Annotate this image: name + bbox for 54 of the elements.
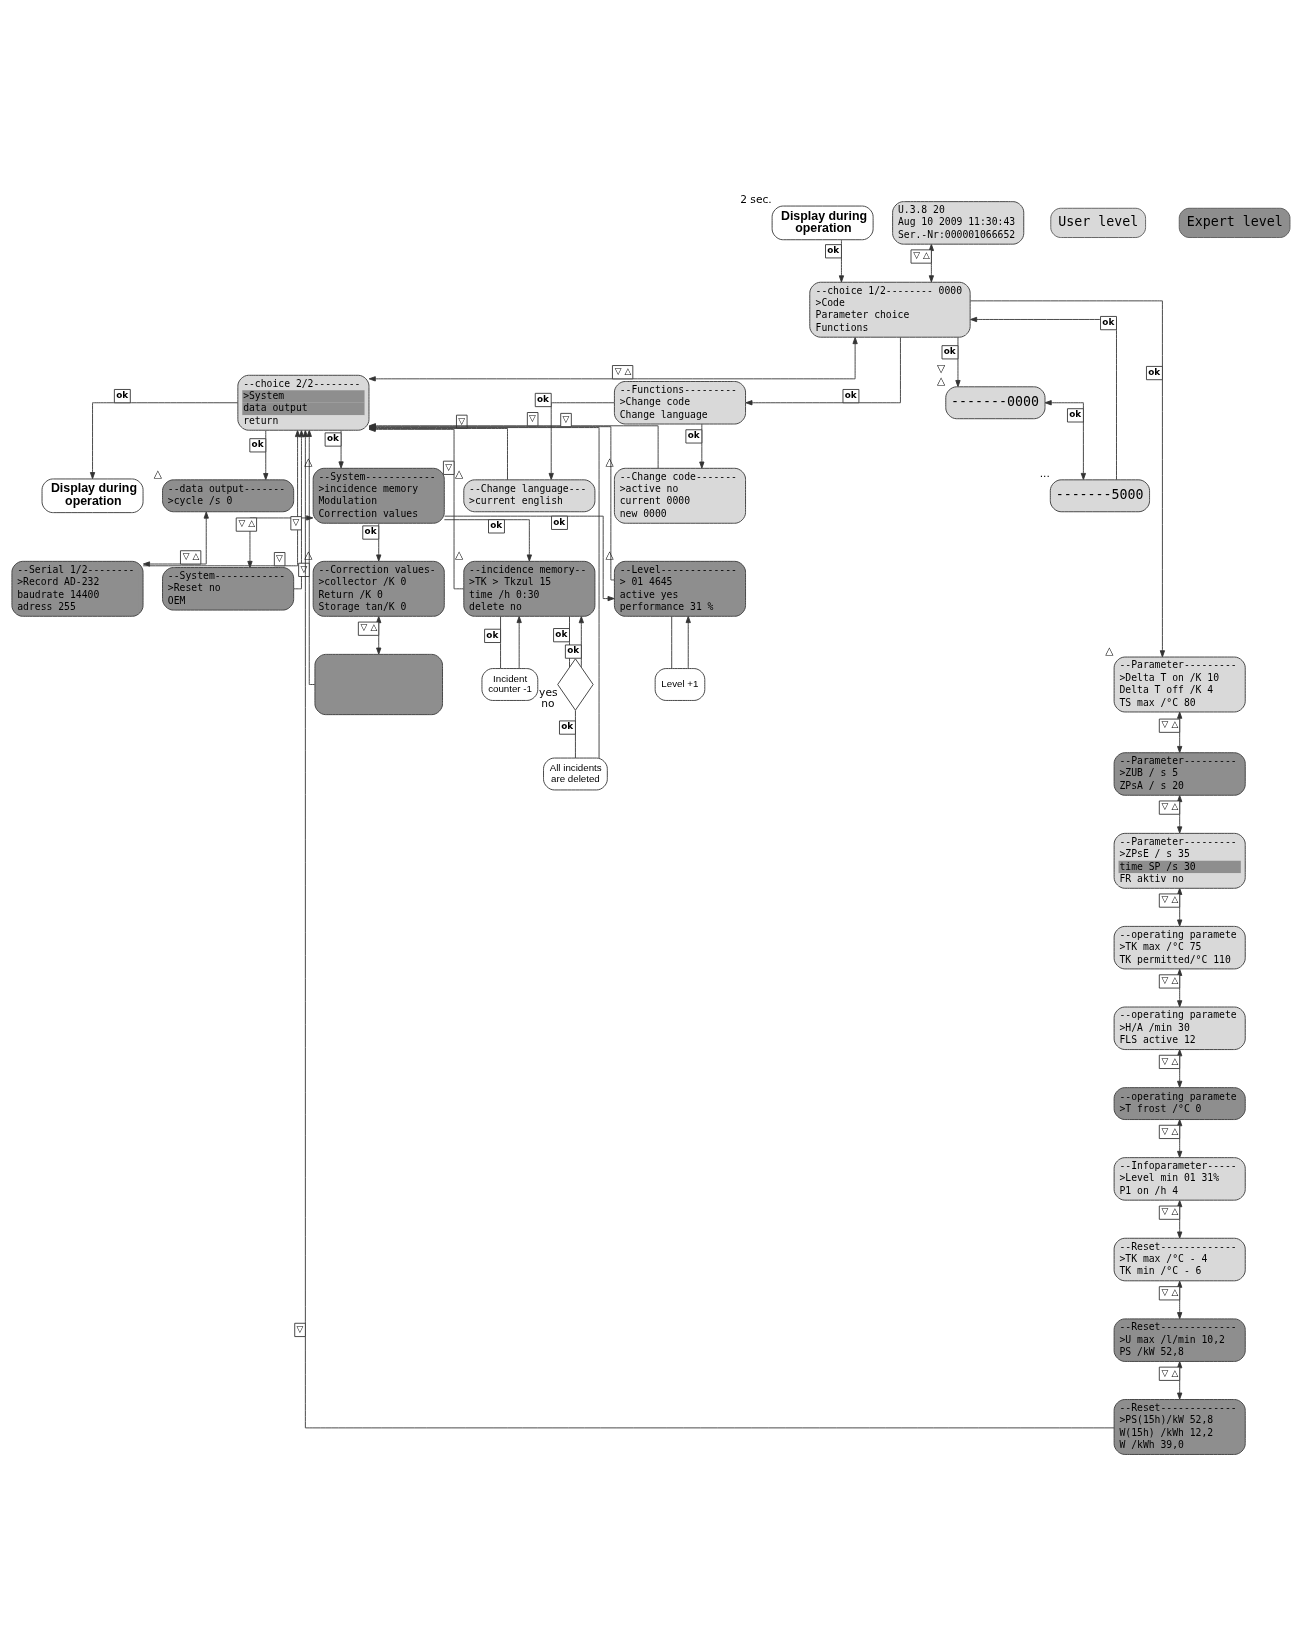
edge-label: ok <box>537 393 550 404</box>
edge-label: ▽ △ <box>238 518 256 529</box>
edge-label: ▽ △ <box>360 622 378 633</box>
edge-label: ▽ △ <box>182 551 200 562</box>
edge-label: ok <box>555 628 568 639</box>
edge-label: ▽ <box>458 415 466 426</box>
node-label: △ <box>454 548 464 562</box>
node-label: ... <box>1039 466 1050 480</box>
node-label: ▽ <box>936 362 946 376</box>
edge-label: ok <box>1069 409 1082 420</box>
edge-label: ok <box>943 346 956 357</box>
edge-label: ok <box>116 389 129 400</box>
edge-label: ▽ △ <box>1161 1055 1179 1066</box>
node-label: △ <box>454 466 464 480</box>
edge-label: ▽ △ <box>1161 801 1179 812</box>
edge-label: ▽ △ <box>1161 719 1179 730</box>
edge-label: ok <box>1148 366 1161 377</box>
edge-label: ▽ <box>529 412 536 423</box>
edge-label: ▽ △ <box>1161 894 1179 905</box>
edge-label: ok <box>827 245 840 256</box>
edge-label: ▽ <box>445 461 453 472</box>
edge-label: ▽ △ <box>614 365 632 376</box>
node-label: △ <box>605 548 614 562</box>
edge-label: ok <box>561 721 574 732</box>
edge-label: ▽ △ <box>1161 1287 1179 1298</box>
edge-label: ok <box>687 430 700 441</box>
edge-label: ▽ <box>296 1323 304 1334</box>
edge-label: ok <box>1102 316 1115 327</box>
node-label: no <box>541 697 555 711</box>
legend-label: User level <box>1058 214 1139 230</box>
node-label: △ <box>304 455 313 469</box>
edge-label: ▽ △ <box>1161 1367 1179 1378</box>
edge-label: ▽ <box>276 552 283 563</box>
node-label: yes <box>539 685 558 699</box>
edge-label: ▽ △ <box>1161 975 1179 986</box>
edge-label: ▽ <box>292 517 300 528</box>
node-label: 2 sec. <box>740 193 772 207</box>
edge-label: ok <box>844 389 857 400</box>
edge-label: ▽ △ <box>1161 1206 1179 1217</box>
edge-label: ok <box>251 439 264 450</box>
legend-label: Expert level <box>1186 214 1283 230</box>
edge-label: ▽ △ <box>1161 1125 1179 1136</box>
node-label: △ <box>605 455 614 469</box>
edge-label: ▽ <box>562 413 570 424</box>
node-label: △ <box>153 466 162 480</box>
node-label: △ <box>1105 644 1114 658</box>
edge-label: ok <box>486 629 499 640</box>
edge-label: ok <box>326 433 339 444</box>
edge-label: ok <box>364 526 377 537</box>
edge-label: ok <box>567 645 580 656</box>
edge-label: ▽ △ <box>913 250 930 261</box>
node-label: △ <box>936 373 946 387</box>
edge-label: ok <box>490 520 503 531</box>
edge-label: ok <box>553 516 566 527</box>
